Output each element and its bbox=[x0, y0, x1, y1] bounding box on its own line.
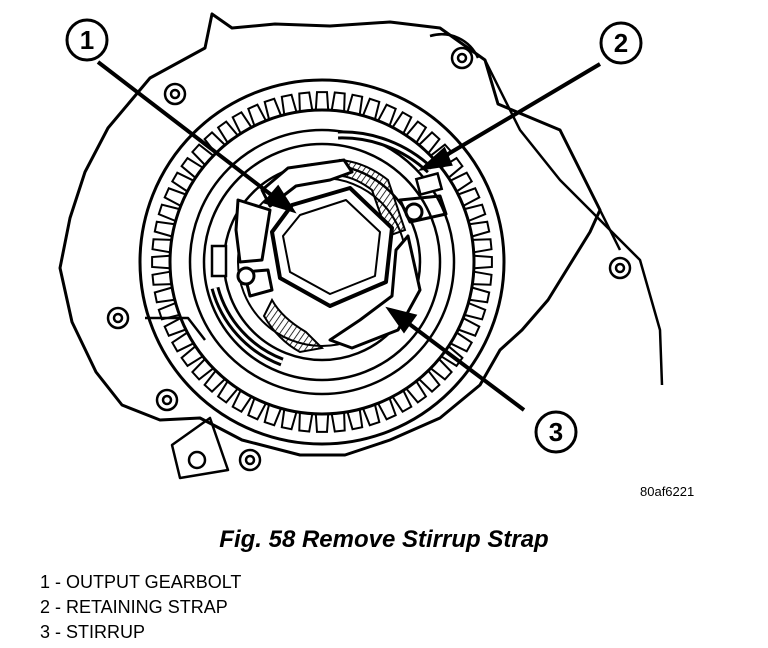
gear-tooth bbox=[163, 317, 187, 337]
gear-tooth bbox=[180, 345, 204, 368]
transfer-case-housing bbox=[58, 12, 664, 480]
gear-tooth bbox=[346, 409, 364, 431]
gear-tooth bbox=[263, 404, 282, 427]
leader-lines bbox=[96, 60, 602, 412]
gear-tooth bbox=[216, 120, 239, 144]
figure-caption: Fig. 58 Remove Stirrup Strap bbox=[219, 526, 549, 553]
gear-tooth bbox=[330, 412, 346, 433]
gear-tooth bbox=[247, 103, 267, 127]
legend-label: STIRRUP bbox=[66, 622, 146, 642]
gear-tooth bbox=[330, 91, 346, 112]
gear-tooth bbox=[191, 358, 214, 381]
legend-separator: - bbox=[50, 622, 67, 642]
gear-tooth bbox=[314, 413, 330, 433]
gear-tooth bbox=[457, 187, 481, 207]
gear-tooth bbox=[469, 220, 491, 238]
legend-item: 3 - STIRRUP bbox=[40, 620, 241, 645]
gear-tooth bbox=[362, 404, 381, 427]
retaining-strap bbox=[210, 130, 444, 367]
legend-item: 2 - RETAINING STRAP bbox=[40, 595, 241, 620]
gear-tooth bbox=[170, 331, 195, 353]
gear-tooth bbox=[464, 302, 487, 321]
gear-tooth bbox=[457, 317, 481, 337]
legend-separator: - bbox=[50, 572, 67, 592]
gear-tooth bbox=[231, 110, 253, 135]
gear-tooth bbox=[216, 380, 239, 404]
legend-number: 2 bbox=[40, 597, 51, 617]
gear-tooth bbox=[180, 156, 204, 179]
gear-tooth bbox=[391, 110, 413, 135]
gear-tooth bbox=[203, 370, 226, 393]
gear-tooth bbox=[231, 389, 253, 414]
gear-tooth bbox=[170, 171, 195, 193]
svg-text:2: 2 bbox=[614, 28, 628, 58]
gear-tooth bbox=[280, 409, 298, 431]
legend-label: OUTPUT GEARBOLT bbox=[66, 572, 242, 592]
gear-tooth bbox=[377, 397, 397, 421]
gear-tooth bbox=[418, 370, 441, 393]
legend-number: 3 bbox=[40, 622, 51, 642]
gear-tooth bbox=[314, 91, 330, 111]
gear-tooth bbox=[191, 143, 214, 166]
gear-tooth bbox=[405, 120, 428, 144]
gear-tooth bbox=[153, 286, 175, 304]
gear-tooth bbox=[157, 302, 180, 321]
gear-tooth bbox=[298, 91, 314, 112]
gear-tooth bbox=[472, 238, 493, 254]
callout-3: 3 bbox=[534, 410, 578, 454]
friction-material bbox=[262, 158, 407, 354]
gear-tooth bbox=[280, 93, 298, 115]
gear-tooth bbox=[298, 412, 314, 433]
gear-tooth bbox=[377, 103, 397, 127]
gear-tooth bbox=[418, 131, 441, 154]
gear-tooth bbox=[472, 270, 493, 286]
gear-tooth bbox=[469, 286, 491, 304]
gear-tooth bbox=[449, 171, 474, 193]
callout-1: 1 bbox=[65, 18, 109, 62]
gear-tooth bbox=[449, 331, 474, 353]
svg-text:3: 3 bbox=[549, 417, 563, 447]
svg-text:1: 1 bbox=[80, 25, 94, 55]
gear-tooth bbox=[346, 93, 364, 115]
gear-tooth bbox=[473, 254, 493, 270]
gear-tooth bbox=[247, 397, 267, 421]
callout-2: 2 bbox=[599, 21, 643, 65]
gear-tooth bbox=[405, 380, 428, 404]
technical-illustration: 1 2 3 bbox=[58, 12, 664, 480]
legend-separator: - bbox=[50, 597, 67, 617]
gear-tooth bbox=[151, 238, 172, 254]
gear-tooth bbox=[391, 389, 413, 414]
gear-tooth bbox=[151, 270, 172, 286]
gear-tooth bbox=[464, 203, 487, 222]
image-code: 80af6221 bbox=[640, 484, 695, 499]
gear-tooth bbox=[157, 203, 180, 222]
gear-tooth bbox=[362, 97, 381, 120]
legend-label: RETAINING STRAP bbox=[66, 597, 228, 617]
output-gearbolt bbox=[270, 186, 394, 308]
gear-tooth bbox=[153, 220, 175, 238]
gear-tooth bbox=[163, 187, 187, 207]
legend-number: 1 bbox=[40, 572, 51, 592]
housing-bolt-holes bbox=[106, 46, 632, 472]
gear-tooth bbox=[430, 358, 453, 381]
legend-list: 1 - OUTPUT GEARBOLT 2 - RETAINING STRAP … bbox=[40, 570, 241, 645]
legend-item: 1 - OUTPUT GEARBOLT bbox=[40, 570, 241, 595]
gear-tooth bbox=[151, 254, 171, 270]
gear-tooth bbox=[263, 97, 282, 120]
